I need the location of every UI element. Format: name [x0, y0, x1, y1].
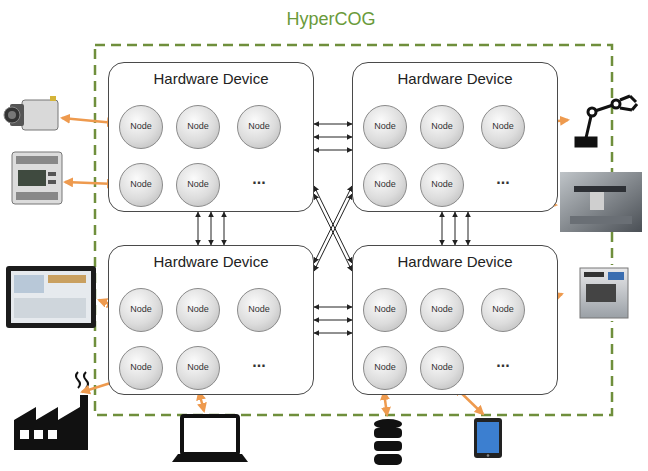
node-label: Node [492, 122, 514, 132]
device-title: Hardware Device [353, 70, 557, 87]
node-circle: Node [119, 288, 163, 332]
node-label: Node [431, 363, 453, 373]
node-label: Node [431, 305, 453, 315]
ellipsis-label: ... [239, 352, 279, 372]
node-circle: Node [363, 105, 407, 149]
camera-icon [4, 96, 58, 130]
node-label: Node [187, 363, 209, 373]
node-circle: Node [481, 105, 525, 149]
node-label: Node [187, 305, 209, 315]
connector-arrow [314, 307, 352, 308]
node-label: Node [130, 363, 152, 373]
node-label: Node [130, 180, 152, 190]
laptop-icon [172, 416, 248, 462]
connector-arrow [442, 212, 443, 245]
connector-arrow [314, 186, 352, 263]
node-circle: Node [119, 163, 163, 207]
connector-arrow [314, 186, 352, 263]
tablet-icon [474, 418, 502, 458]
diagram-title: HyperCOG [286, 9, 375, 30]
node-circle: Node [176, 346, 220, 390]
hardware-device: Hardware DeviceNodeNodeNodeNodeNode... [352, 62, 558, 212]
node-label: Node [374, 122, 396, 132]
node-circle: Node [176, 163, 220, 207]
robot-arm-icon [576, 96, 637, 146]
connector-arrow [455, 212, 456, 245]
node-circle: Node [176, 288, 220, 332]
hardware-device: Hardware DeviceNodeNodeNodeNodeNode... [108, 245, 314, 395]
node-label: Node [130, 122, 152, 132]
node-circle: Node [237, 105, 281, 149]
node-circle: Node [363, 288, 407, 332]
connector-arrow [224, 212, 225, 245]
connector-arrow [314, 150, 352, 151]
node-circle: Node [420, 288, 464, 332]
device-title: Hardware Device [109, 253, 313, 270]
node-circle: Node [119, 346, 163, 390]
node-label: Node [130, 305, 152, 315]
node-label: Node [248, 122, 270, 132]
node-label: Node [431, 122, 453, 132]
node-label: Node [374, 305, 396, 315]
node-label: Node [248, 305, 270, 315]
device-title: Hardware Device [109, 70, 313, 87]
node-circle: Node [481, 288, 525, 332]
node-label: Node [374, 363, 396, 373]
node-label: Node [431, 180, 453, 190]
hardware-device: Hardware DeviceNodeNodeNodeNodeNode... [352, 245, 558, 395]
plc-icon [12, 152, 62, 204]
hardware-device: Hardware DeviceNodeNodeNodeNodeNode... [108, 62, 314, 212]
node-label: Node [187, 122, 209, 132]
node-label: Node [187, 180, 209, 190]
node-label: Node [492, 305, 514, 315]
node-circle: Node [363, 346, 407, 390]
ellipsis-label: ... [483, 352, 523, 372]
connector-arrow [314, 194, 352, 271]
device-title: Hardware Device [353, 253, 557, 270]
node-circle: Node [420, 163, 464, 207]
ellipsis-label: ... [483, 169, 523, 189]
ellipsis-label: ... [239, 169, 279, 189]
machine-photo [566, 265, 640, 321]
printer-photo [560, 172, 642, 232]
connector-arrow [314, 124, 352, 125]
database-icon [374, 419, 402, 465]
factory-icon [14, 372, 88, 450]
node-circle: Node [237, 288, 281, 332]
monitor-icon [6, 266, 96, 328]
node-circle: Node [119, 105, 163, 149]
node-label: Node [374, 180, 396, 190]
node-circle: Node [420, 346, 464, 390]
connector-arrow [211, 212, 212, 245]
connector-arrow [314, 320, 352, 321]
region-outline [95, 45, 612, 415]
connector-arrow [314, 333, 352, 334]
connector-arrow [314, 137, 352, 138]
node-circle: Node [363, 163, 407, 207]
connector-arrow [314, 194, 352, 271]
connector-arrow [468, 212, 469, 245]
connector-arrow [198, 212, 199, 245]
node-circle: Node [420, 105, 464, 149]
node-circle: Node [176, 105, 220, 149]
